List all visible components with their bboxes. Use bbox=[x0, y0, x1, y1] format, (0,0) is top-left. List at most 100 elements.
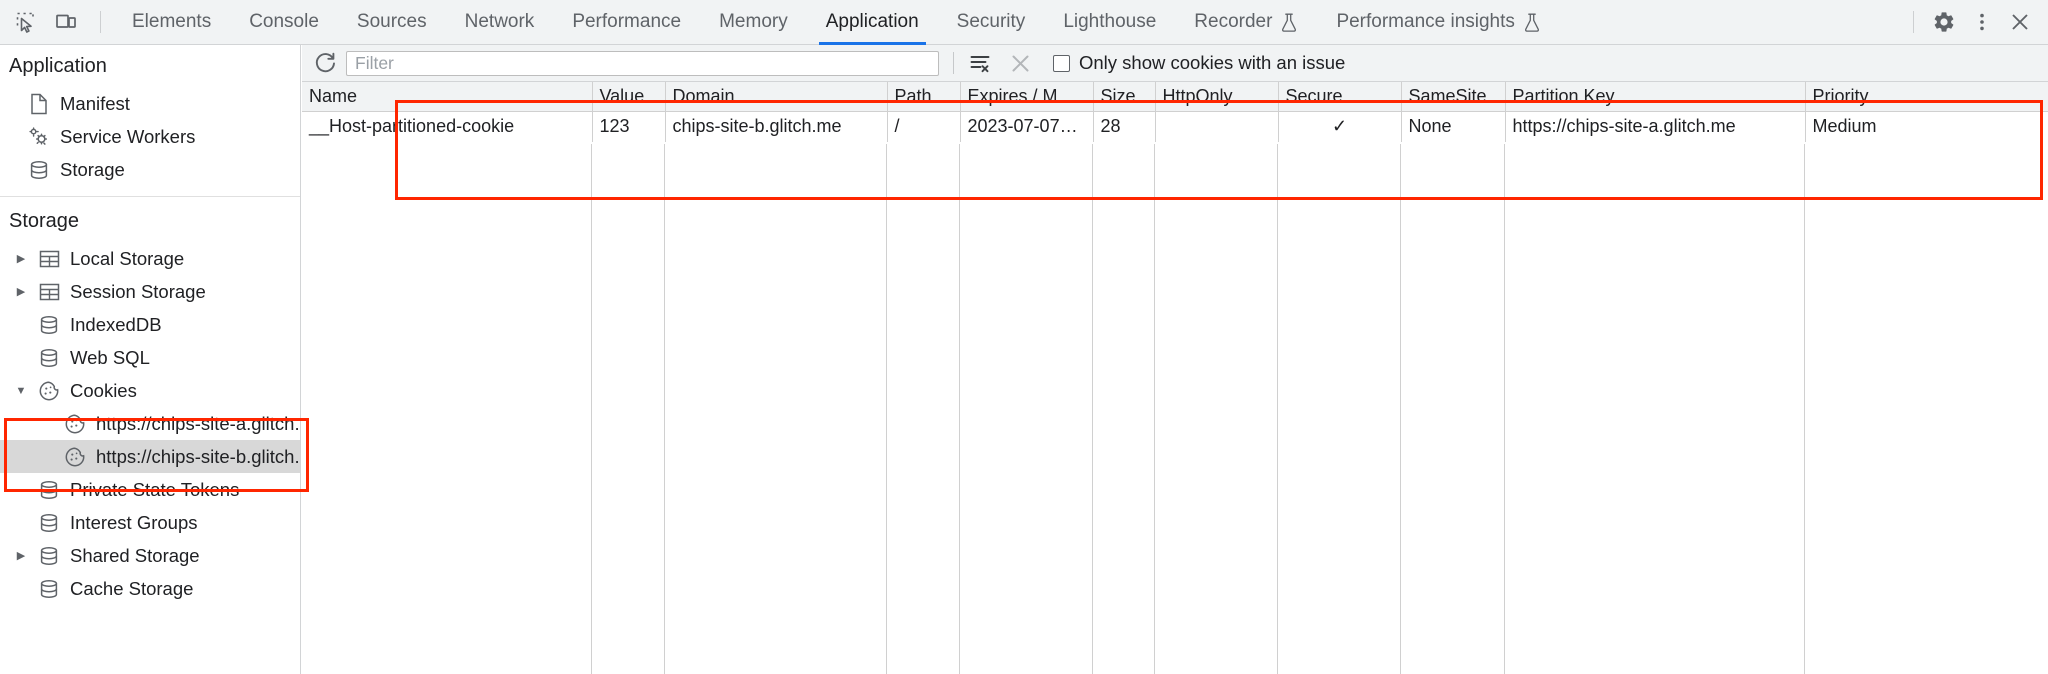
column-header-partition-key[interactable]: Partition Key bbox=[1505, 82, 1806, 112]
chevron-down-icon[interactable] bbox=[12, 385, 30, 397]
sidebar-item-label: Session Storage bbox=[70, 280, 206, 302]
table-header-row: Name Value Domain Path Expires / M… Size… bbox=[302, 82, 2048, 112]
column-header-name[interactable]: Name bbox=[302, 82, 593, 112]
sidebar-item-web-sql[interactable]: Web SQL bbox=[0, 341, 300, 374]
sidebar-item-service-workers[interactable]: Service Workers bbox=[0, 120, 300, 153]
chevron-right-icon[interactable] bbox=[12, 252, 30, 265]
filterbar-divider bbox=[953, 52, 954, 74]
close-devtools-icon[interactable] bbox=[2002, 4, 2038, 40]
storage-database-icon bbox=[36, 314, 62, 336]
cell-value: 123 bbox=[592, 111, 666, 142]
column-header-secure[interactable]: Secure bbox=[1278, 82, 1402, 112]
cell-size: 28 bbox=[1093, 111, 1156, 142]
sidebar-item-label: Private State Tokens bbox=[70, 478, 240, 500]
sidebar-item-interest-groups[interactable]: Interest Groups bbox=[0, 506, 300, 539]
tab-performance-insights[interactable]: Performance insights bbox=[1317, 0, 1559, 45]
more-options-kebab-icon[interactable] bbox=[1964, 4, 2000, 40]
only-show-issues-label: Only show cookies with an issue bbox=[1079, 52, 1346, 73]
sidebar-section-title-storage: Storage bbox=[9, 210, 80, 232]
cookie-icon bbox=[62, 413, 88, 435]
column-header-httponly[interactable]: HttpOnly bbox=[1155, 82, 1279, 112]
service-workers-gear-icon bbox=[26, 126, 52, 148]
sidebar-item-manifest[interactable]: Manifest bbox=[0, 87, 300, 120]
storage-database-icon bbox=[26, 159, 52, 181]
tab-memory[interactable]: Memory bbox=[700, 0, 807, 45]
cell-httponly bbox=[1155, 111, 1279, 142]
sidebar-item-label: Storage bbox=[60, 158, 125, 180]
cookies-panel: Filter Only show cookies with an issue bbox=[302, 45, 2048, 674]
filter-input[interactable]: Filter bbox=[346, 50, 939, 76]
sidebar-item-cache-storage[interactable]: Cache Storage bbox=[0, 572, 300, 605]
sidebar-divider bbox=[0, 196, 300, 197]
table-grid-icon bbox=[36, 282, 62, 302]
tab-label: Lighthouse bbox=[1063, 11, 1157, 32]
toolbar-right-icons bbox=[1903, 4, 2048, 40]
column-header-domain[interactable]: Domain bbox=[665, 82, 888, 112]
cell-secure: ✓ bbox=[1278, 111, 1402, 142]
tab-label: Recorder bbox=[1194, 11, 1273, 32]
only-show-issues-checkbox[interactable] bbox=[1053, 54, 1070, 72]
sidebar-item-local-storage[interactable]: Local Storage bbox=[0, 242, 300, 275]
cookies-filter-toolbar: Filter Only show cookies with an issue bbox=[302, 45, 2048, 82]
sidebar-item-shared-storage[interactable]: Shared Storage bbox=[0, 539, 300, 572]
clear-filtered-cookies-icon[interactable] bbox=[965, 48, 995, 78]
panel-tabs: Elements Console Sources Network Perform… bbox=[113, 0, 1560, 45]
column-header-samesite[interactable]: SameSite bbox=[1401, 82, 1506, 112]
clear-all-cookies-icon[interactable] bbox=[1005, 48, 1035, 78]
devtools-toolbar: Elements Console Sources Network Perform… bbox=[0, 0, 2048, 45]
tab-sources[interactable]: Sources bbox=[338, 0, 446, 45]
tab-label: Elements bbox=[132, 11, 212, 32]
toolbar-divider bbox=[1913, 11, 1914, 33]
tab-performance[interactable]: Performance bbox=[553, 0, 700, 45]
cell-expires: 2023-07-07… bbox=[960, 111, 1094, 142]
experiment-flask-icon bbox=[1524, 13, 1541, 32]
application-sidebar[interactable]: Application Manifest Service Workers bbox=[0, 45, 301, 674]
sidebar-item-indexeddb[interactable]: IndexedDB bbox=[0, 308, 300, 341]
refresh-icon[interactable] bbox=[310, 48, 340, 78]
tab-recorder[interactable]: Recorder bbox=[1175, 0, 1317, 45]
only-show-issues-checkbox-row[interactable]: Only show cookies with an issue bbox=[1053, 52, 1345, 74]
sidebar-item-session-storage[interactable]: Session Storage bbox=[0, 275, 300, 308]
sidebar-item-private-state-tokens[interactable]: Private State Tokens bbox=[0, 473, 300, 506]
cookies-table[interactable]: Name Value Domain Path Expires / M… Size… bbox=[302, 82, 2048, 142]
sidebar-item-cookies-chips-site-b[interactable]: https://chips-site-b.glitch.me bbox=[0, 440, 300, 473]
storage-database-icon bbox=[36, 479, 62, 501]
column-header-size[interactable]: Size bbox=[1093, 82, 1156, 112]
column-header-path[interactable]: Path bbox=[887, 82, 961, 112]
settings-gear-icon[interactable] bbox=[1926, 4, 1962, 40]
sidebar-item-label: Cookies bbox=[70, 379, 137, 401]
sidebar-item-label: Manifest bbox=[60, 92, 130, 114]
column-header-value[interactable]: Value bbox=[592, 82, 666, 112]
storage-database-icon bbox=[36, 512, 62, 534]
column-header-priority[interactable]: Priority bbox=[1805, 82, 2048, 112]
manifest-file-icon bbox=[26, 93, 52, 115]
tab-label: Memory bbox=[719, 11, 788, 32]
tab-security[interactable]: Security bbox=[938, 0, 1045, 45]
tab-application[interactable]: Application bbox=[807, 0, 938, 45]
tab-console[interactable]: Console bbox=[230, 0, 338, 45]
sidebar-item-cookies-chips-site-a[interactable]: https://chips-site-a.glitch.me bbox=[0, 407, 300, 440]
chevron-right-icon[interactable] bbox=[12, 285, 30, 298]
tab-lighthouse[interactable]: Lighthouse bbox=[1044, 0, 1175, 45]
sidebar-item-storage[interactable]: Storage bbox=[0, 153, 300, 186]
tab-elements[interactable]: Elements bbox=[113, 0, 230, 45]
tab-label: Sources bbox=[356, 11, 427, 32]
sidebar-item-label: Local Storage bbox=[70, 247, 185, 269]
tab-network[interactable]: Network bbox=[446, 0, 554, 45]
toolbar-divider bbox=[100, 11, 101, 33]
storage-database-icon bbox=[36, 545, 62, 567]
inspect-element-icon[interactable] bbox=[8, 4, 44, 40]
toolbar-left-icons bbox=[0, 4, 113, 40]
cell-priority: Medium bbox=[1805, 111, 2048, 142]
empty-table-column-guides bbox=[302, 144, 2048, 674]
table-row[interactable]: __Host-partitioned-cookie 123 chips-site… bbox=[302, 111, 2048, 142]
sidebar-item-label: Cache Storage bbox=[70, 577, 194, 599]
cell-path: / bbox=[887, 111, 961, 142]
tab-label: Performance insights bbox=[1336, 11, 1515, 32]
device-toolbar-icon[interactable] bbox=[48, 4, 84, 40]
cell-domain: chips-site-b.glitch.me bbox=[665, 111, 888, 142]
sidebar-section-title-application: Application bbox=[9, 55, 107, 77]
sidebar-item-cookies[interactable]: Cookies bbox=[0, 374, 300, 407]
column-header-expires[interactable]: Expires / M… bbox=[960, 82, 1094, 112]
chevron-right-icon[interactable] bbox=[12, 549, 30, 562]
